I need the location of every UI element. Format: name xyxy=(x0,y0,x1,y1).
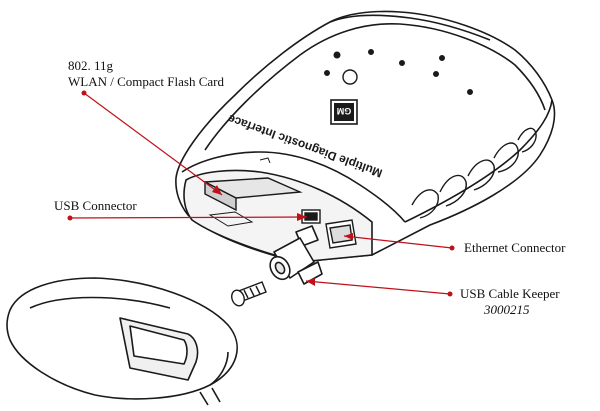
gm-logo-text: GM xyxy=(337,106,352,116)
gm-logo xyxy=(330,99,358,125)
leader-cable-keeper xyxy=(305,280,451,295)
retaining-screw xyxy=(231,281,267,307)
leader-ethernet xyxy=(343,235,453,249)
label-wlan-card: WLAN / Compact Flash Card xyxy=(68,74,224,89)
label-usb-cable-keeper: USB Cable Keeper xyxy=(460,286,560,301)
usb-cable-keeper xyxy=(269,225,323,285)
end-cap xyxy=(6,277,238,406)
bezel-details xyxy=(208,157,271,227)
leader-wlan xyxy=(83,92,223,196)
label-ethernet-connector: Ethernet Connector xyxy=(464,240,566,255)
device-body xyxy=(175,10,556,263)
ethernet-connector-port xyxy=(325,219,357,249)
leader-lines xyxy=(69,92,453,295)
label-wlan-standard: 802. 11g xyxy=(68,58,114,73)
wlan-card-slot xyxy=(202,177,303,212)
label-usb-connector: USB Connector xyxy=(54,198,137,213)
leader-usb-connector xyxy=(69,216,308,219)
label-cable-keeper-part-number: 3000215 xyxy=(484,302,530,317)
grip-ridges xyxy=(411,127,537,219)
indicator-leds xyxy=(324,49,473,95)
leader-dots xyxy=(67,90,455,297)
leader-arrowheads xyxy=(212,185,353,286)
power-button-icon xyxy=(342,69,358,85)
